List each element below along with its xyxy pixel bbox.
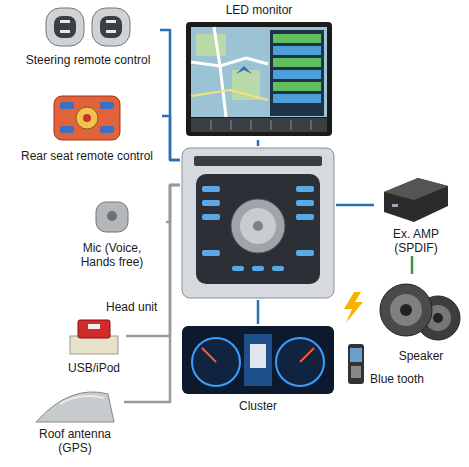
component-label: Head unit [104, 300, 159, 314]
phone-picture [348, 344, 364, 384]
steering-remote-picture [46, 8, 130, 46]
component-label: Roof antenna (GPS) [33, 426, 117, 456]
head-unit-picture [182, 148, 334, 298]
amplifier-picture [384, 178, 448, 222]
connector-line [162, 116, 180, 160]
monitor-picture [186, 22, 332, 136]
component-node: Steering remote control [16, 2, 160, 68]
component-node: Blue tooth [344, 340, 434, 390]
component-label: Steering remote control [26, 52, 151, 68]
component-node: Rear seat remote control [12, 88, 162, 164]
component-label: Cluster [239, 398, 277, 414]
wireless-bolt [344, 292, 363, 323]
connector-line [160, 30, 180, 160]
connector-line [166, 185, 180, 222]
component-node: Speaker [378, 274, 464, 364]
connector-line [257, 140, 260, 146]
component-label: Mic (Voice, Hands free) [76, 240, 148, 270]
component-node: Head unit [180, 146, 336, 300]
component-label: LED monitor [226, 2, 293, 18]
component-label: Ex. AMP (SPDIF) [385, 226, 447, 256]
component-node: Ex. AMP (SPDIF) [374, 172, 458, 256]
component-node: USB/iPod [62, 314, 126, 376]
connector-line [411, 256, 414, 274]
component-label: Rear seat remote control [21, 148, 153, 164]
mic-picture [96, 202, 128, 232]
component-node: Mic (Voice, Hands free) [58, 194, 166, 270]
connector-line [257, 300, 260, 324]
antenna-picture [36, 392, 114, 422]
connector-line [124, 185, 180, 402]
cluster-picture [182, 326, 334, 394]
speaker-picture [380, 284, 460, 340]
component-label: Speaker [399, 348, 444, 364]
component-label: USB/iPod [68, 360, 120, 376]
rear-remote-picture [54, 96, 120, 140]
component-label: Blue tooth [368, 372, 426, 386]
component-node: Roof antenna (GPS) [26, 382, 124, 456]
component-node: Cluster [178, 324, 338, 414]
connector-line [336, 204, 374, 207]
component-node: LED monitor [182, 2, 336, 140]
usb-picture [70, 320, 118, 354]
